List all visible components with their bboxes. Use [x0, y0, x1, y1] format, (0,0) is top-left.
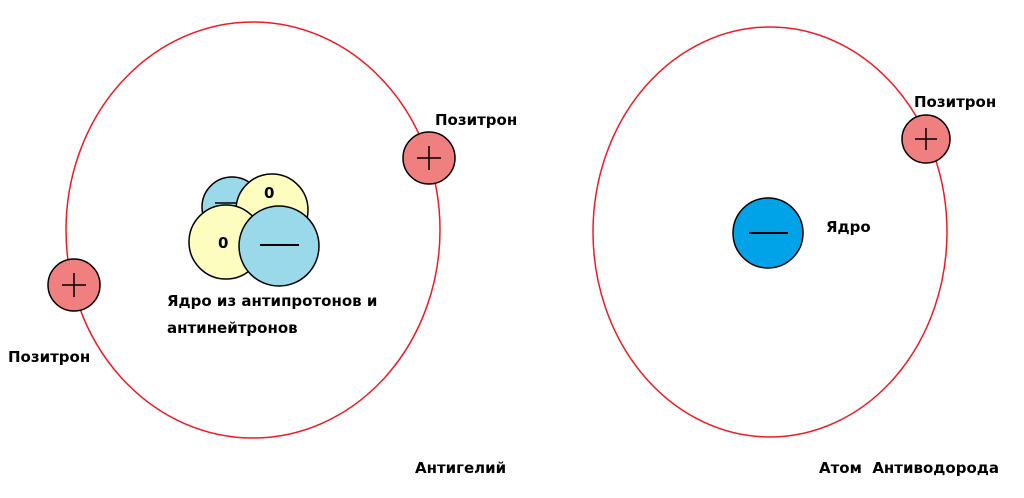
antihydrogen-orbit	[592, 26, 948, 438]
plus-icon	[62, 273, 86, 297]
antihydrogen-nucleus	[732, 197, 804, 269]
antihelium-orbit	[65, 21, 441, 439]
positron-label: Позитрон	[435, 111, 518, 129]
nucleus-label: Ядро	[826, 218, 871, 236]
nucleus-label-line2: антинейтронов	[167, 319, 298, 337]
antihelium-title: Антигелий	[415, 459, 507, 477]
positron	[901, 114, 951, 164]
positron-label: Позитрон	[8, 348, 91, 366]
antihelium-nucleus	[188, 173, 320, 287]
positron	[47, 258, 101, 312]
positron-label: Позитрон	[914, 93, 997, 111]
neutron-symbol: 0	[264, 184, 274, 202]
antihydrogen-title: Атом Антиводорода	[819, 459, 999, 477]
nucleus-label-line1: Ядро из антипротонов и	[167, 292, 378, 310]
neutron-symbol: 0	[218, 234, 228, 252]
positron	[402, 131, 456, 185]
nucleus-label: Ядро из антипротонов и антинейтронов	[167, 288, 377, 342]
plus-icon	[417, 146, 441, 170]
plus-icon	[915, 128, 937, 150]
